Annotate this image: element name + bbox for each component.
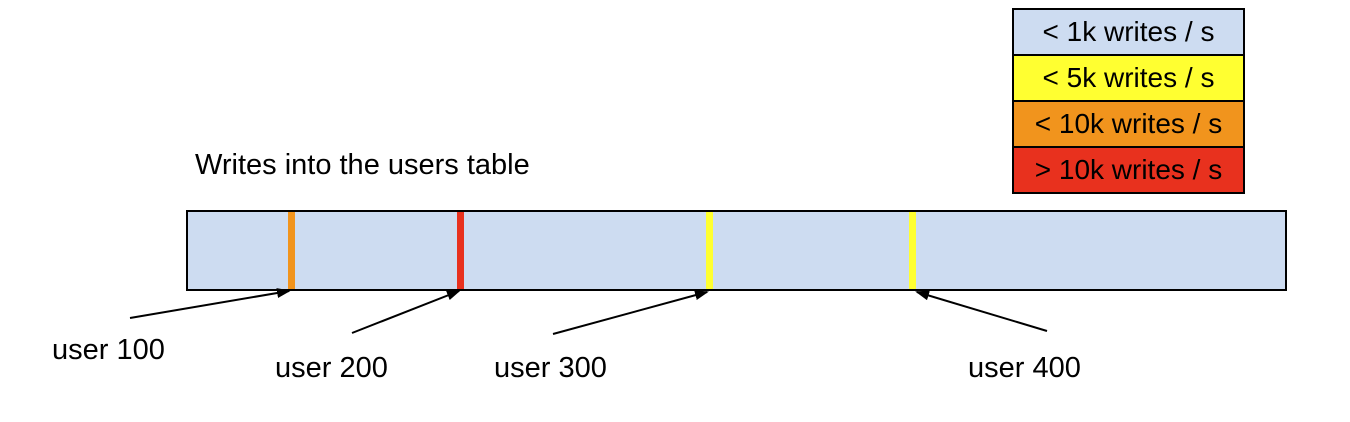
legend-item: < 1k writes / s — [1014, 10, 1243, 56]
legend: < 1k writes / s < 5k writes / s < 10k wr… — [1012, 8, 1245, 194]
diagram-title: Writes into the users table — [195, 149, 530, 181]
user-arrow — [915, 290, 1048, 332]
write-hotspot-marker — [908, 212, 916, 289]
users-table-bar — [186, 210, 1287, 291]
legend-item-label: > 10k writes / s — [1034, 154, 1223, 185]
legend-item-label: < 5k writes / s — [1042, 62, 1215, 93]
legend-item: > 10k writes / s — [1014, 148, 1243, 192]
legend-item-label: < 10k writes / s — [1034, 108, 1223, 139]
write-hotspot-marker — [287, 212, 295, 289]
write-hotspot-marker — [456, 212, 464, 289]
user-arrow — [552, 290, 709, 335]
user-label: user 300 — [494, 352, 607, 384]
user-label: user 200 — [275, 352, 388, 384]
legend-item: < 5k writes / s — [1014, 56, 1243, 102]
user-label: user 100 — [52, 334, 165, 366]
user-label: user 400 — [968, 352, 1081, 384]
legend-item: < 10k writes / s — [1014, 102, 1243, 148]
legend-item-label: < 1k writes / s — [1042, 16, 1215, 47]
user-arrow — [129, 288, 291, 319]
user-arrow — [351, 290, 461, 334]
write-hotspot-marker — [705, 212, 713, 289]
